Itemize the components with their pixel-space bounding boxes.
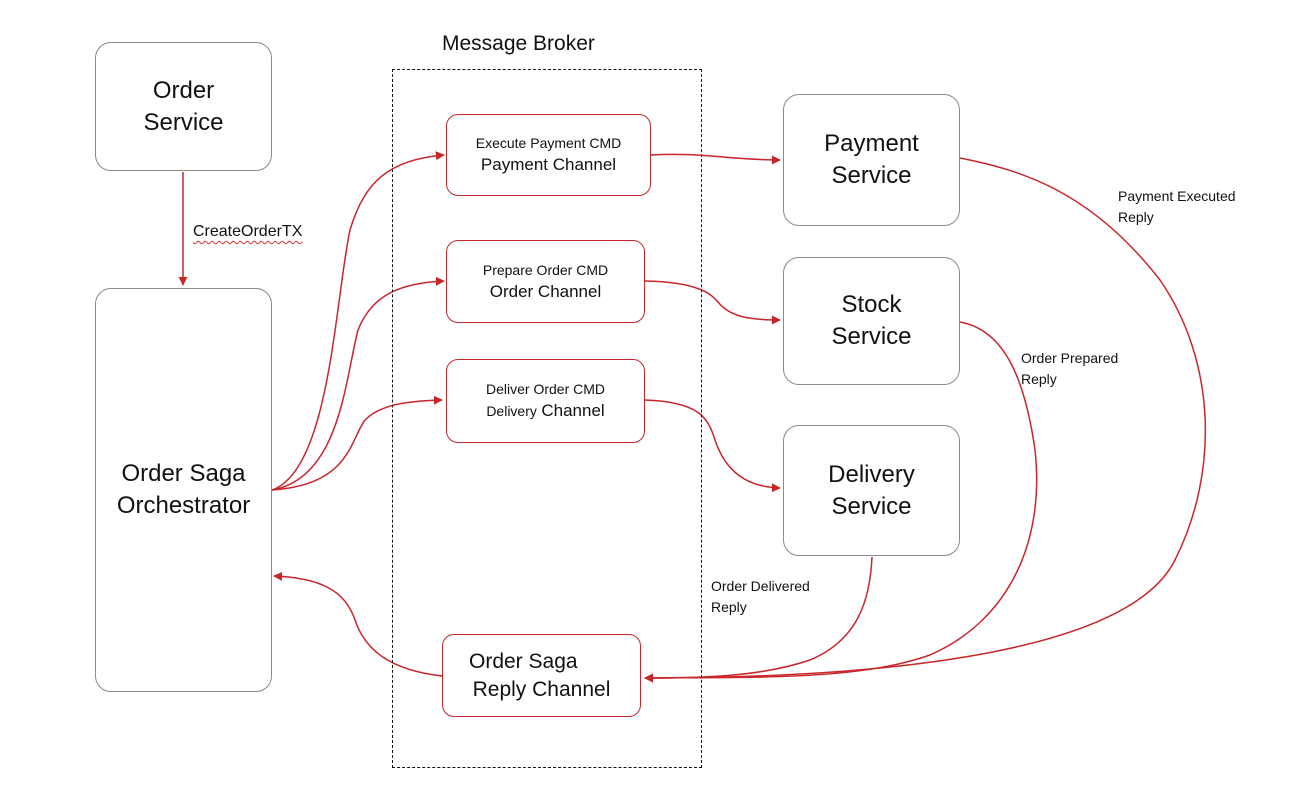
arrow-to-order-channel [271, 276, 445, 491]
order-service: Order Service [95, 42, 272, 171]
create-order-label: CreateOrderTX [193, 223, 303, 240]
stock-service-line2: Service [831, 323, 912, 350]
order-channel-name: Order Channel [489, 281, 602, 301]
order-service-line1: Order [152, 76, 215, 104]
arrow-to-payment-service [650, 153, 781, 165]
arrow-to-delivery-service [644, 399, 781, 493]
stock-service-line1: Stock [841, 291, 902, 318]
delivery-channel-command: Deliver Order CMD [485, 381, 605, 397]
delivery-service-line1: Delivery [828, 460, 915, 488]
stock-service: Stock Service [783, 257, 960, 385]
payment-service-line1: Payment [824, 130, 919, 157]
payment-channel-command: Execute Payment CMD [475, 135, 622, 151]
order-channel-command: Prepare Order CMD [482, 261, 609, 278]
payment-service: Payment Service [783, 94, 960, 226]
orchestrator-line1: Order Saga [121, 460, 246, 487]
reply-channel: Order Saga Reply Channel [442, 634, 641, 717]
payment-channel: Execute Payment CMD Payment Channel [446, 114, 651, 196]
delivery-channel-name-b: Channel [541, 401, 605, 420]
order-channel: Prepare Order CMD Order Channel [446, 240, 645, 323]
delivery-channel: Deliver Order CMD Delivery Channel [446, 359, 645, 443]
arrow-delivery-reply [644, 556, 873, 683]
arrow-to-stock-service [644, 280, 781, 325]
broker-title: Message Broker [442, 32, 595, 55]
reply-channel-line2: Reply Channel [472, 677, 611, 701]
arrow-payment-reply [644, 157, 1207, 683]
delivery-service-line2: Service [831, 492, 912, 520]
message-broker [392, 69, 702, 768]
order-reply-label: Order Prepared Reply [1021, 350, 1119, 387]
reply-channel-line1: Order Saga [469, 649, 578, 673]
payment-channel-name: Payment Channel [480, 155, 617, 174]
arrow-to-payment-channel [271, 151, 445, 491]
order-service-line2: Service [143, 108, 224, 136]
arrow-to-delivery-channel [271, 395, 443, 491]
delivery-service: Delivery Service [783, 425, 960, 556]
delivery-reply-label: Order Delivered Reply [711, 578, 810, 615]
order-saga-orchestrator: Order Saga Orchestrator [95, 288, 272, 692]
payment-service-line2: Service [831, 162, 912, 189]
orchestrator-line2: Orchestrator [116, 492, 251, 519]
arrow-order-reply [644, 321, 1038, 683]
delivery-channel-name-a: Delivery [486, 403, 537, 419]
arrow-to-orchestrator [273, 571, 443, 677]
payment-reply-label: Payment Executed Reply [1118, 188, 1236, 225]
